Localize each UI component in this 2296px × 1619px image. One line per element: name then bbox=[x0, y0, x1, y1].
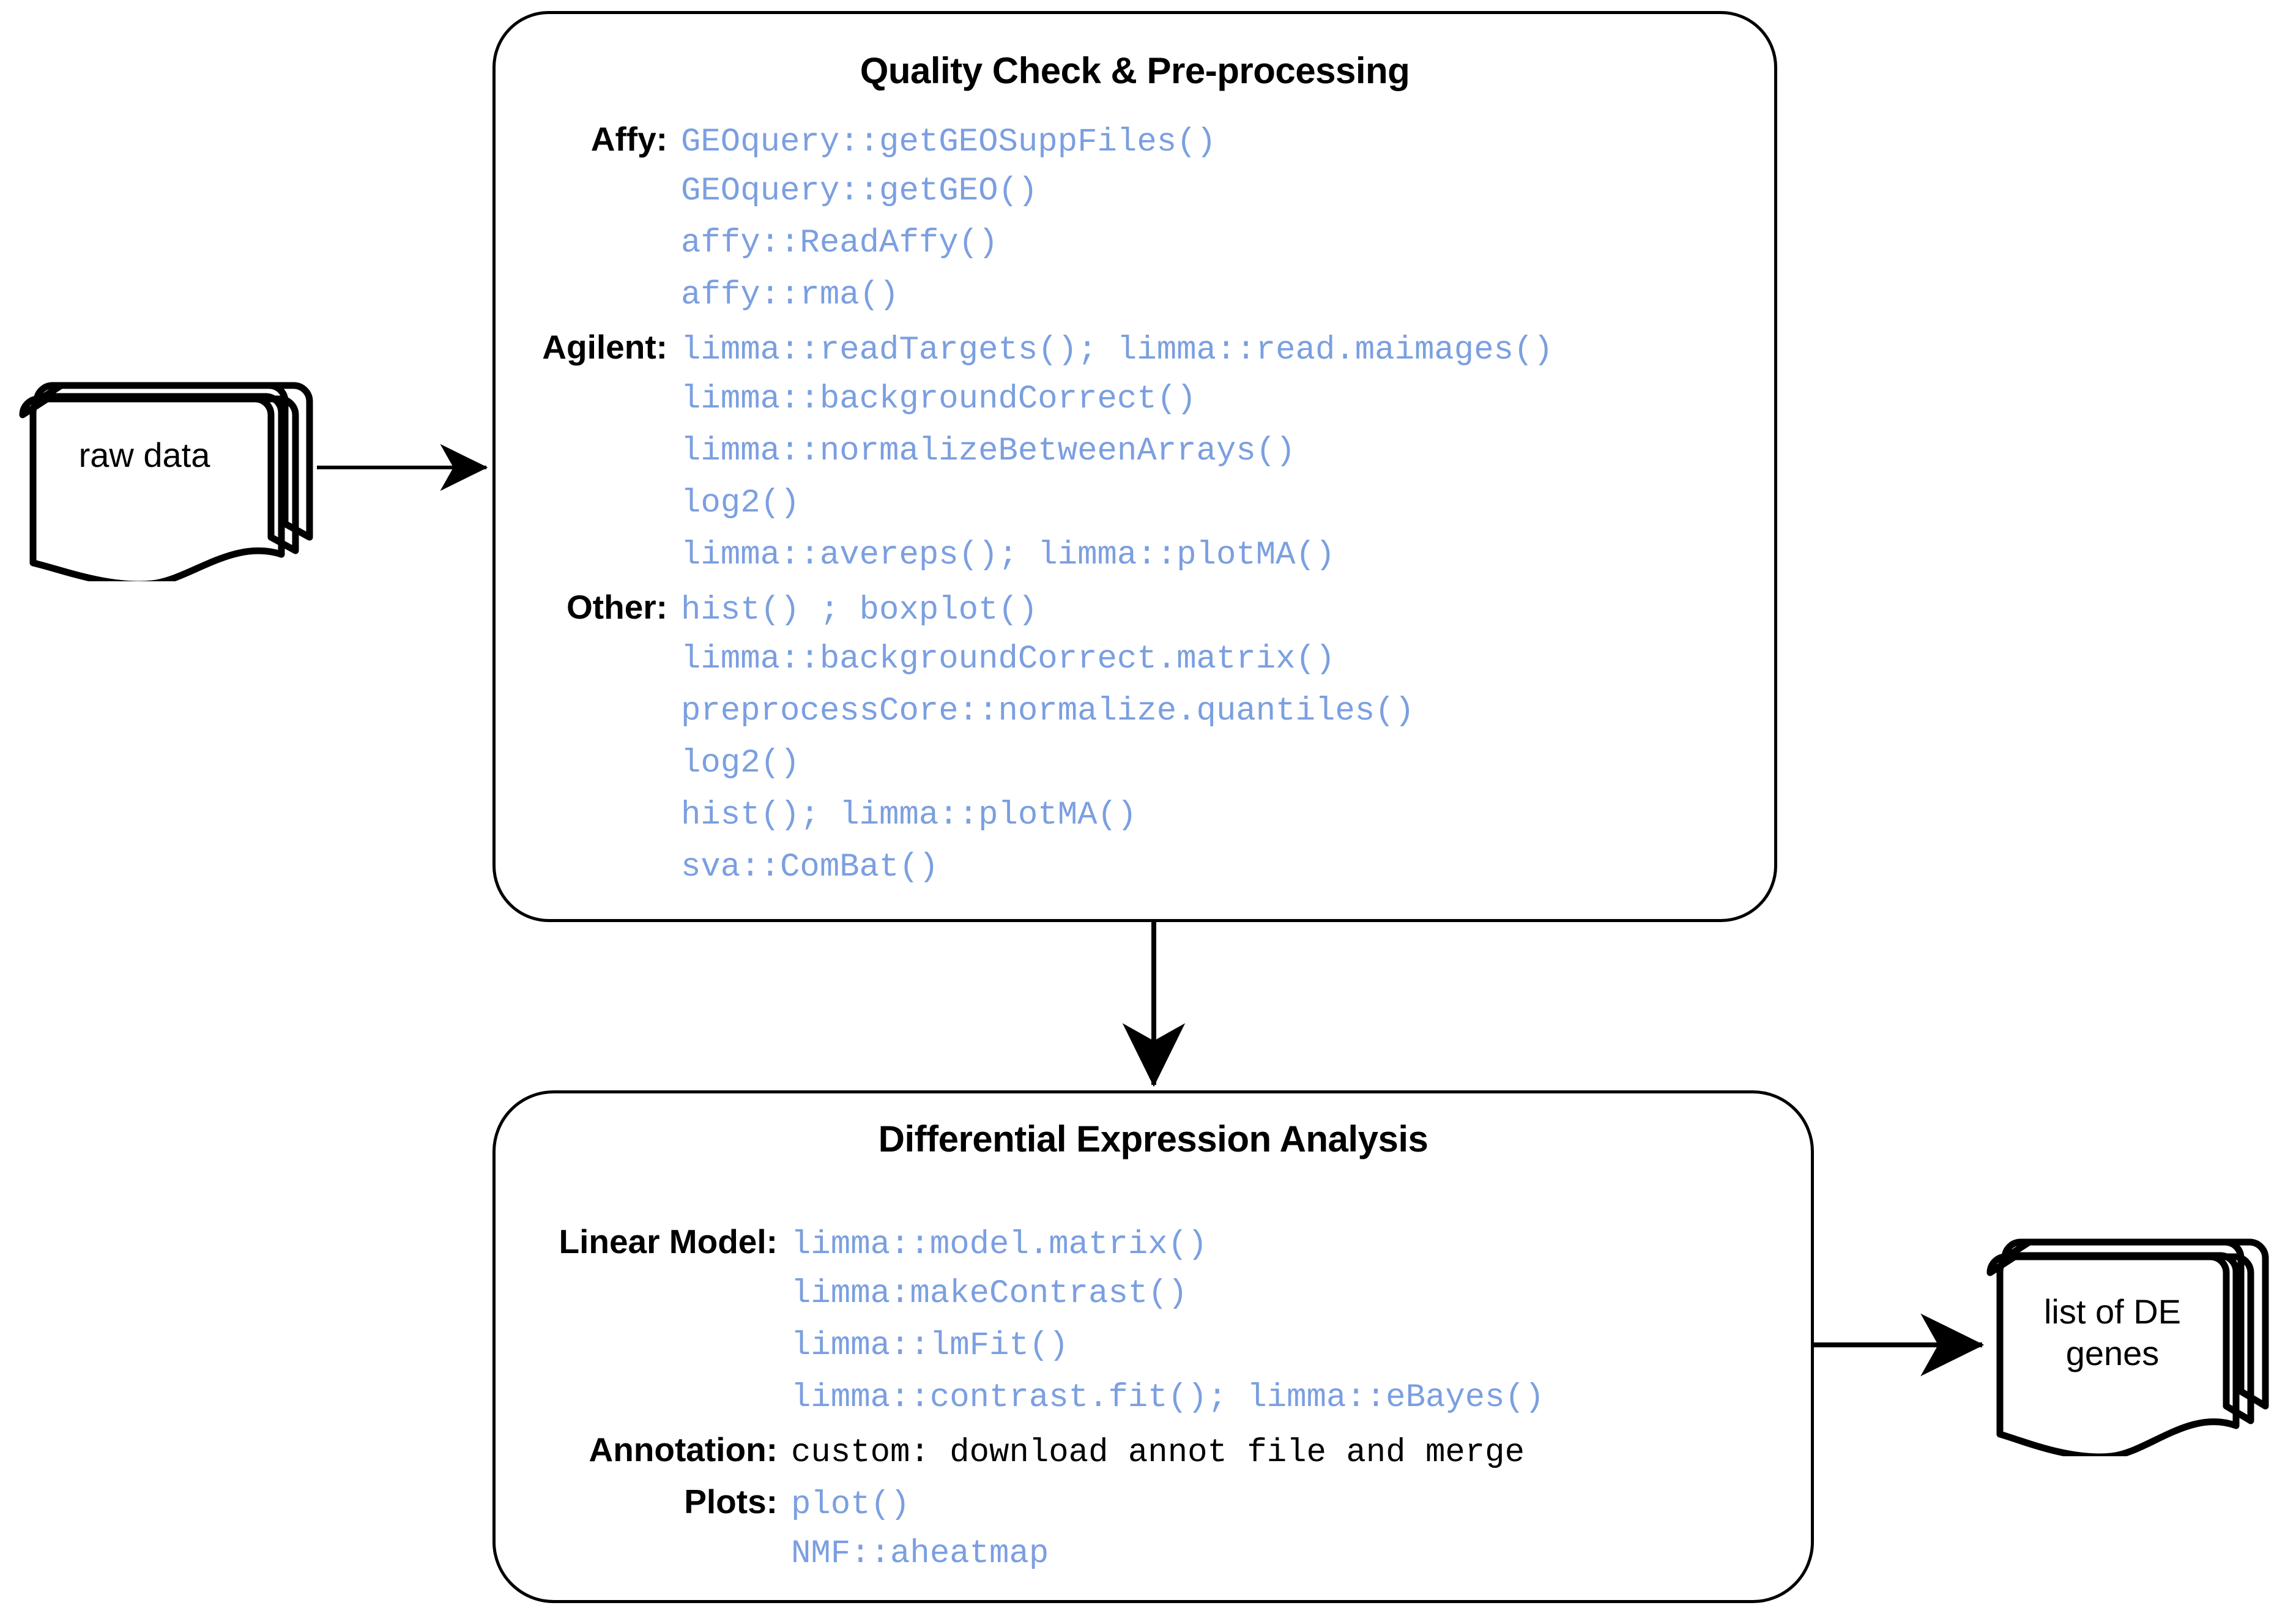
qc-row: sva::ComBat() bbox=[505, 841, 1553, 893]
qc-row-code: affy::rma() bbox=[681, 277, 899, 314]
de-row-label: Annotation: bbox=[589, 1431, 778, 1468]
qc-row-code: GEOquery::getGEO() bbox=[681, 173, 1038, 210]
qc-row: limma::normalizeBetweenArrays() bbox=[505, 425, 1553, 477]
qc-row-code: limma::backgroundCorrect() bbox=[681, 381, 1197, 418]
node-de-genes[interactable]: list of DE genes bbox=[1985, 1218, 2291, 1461]
de-row: limma:makeContrast() bbox=[505, 1268, 1544, 1320]
qc-row-code: log2() bbox=[681, 485, 800, 522]
qc-row: Other: hist() ; boxplot() bbox=[505, 581, 1553, 633]
qc-box-title: Quality Check & Pre-processing bbox=[860, 50, 1410, 91]
qc-row-label: Other: bbox=[567, 588, 667, 626]
qc-row: hist(); limma::plotMA() bbox=[505, 789, 1553, 841]
node-raw-data[interactable]: raw data bbox=[12, 361, 330, 588]
qc-row: log2() bbox=[505, 477, 1553, 529]
de-row-code: plot() bbox=[791, 1486, 910, 1524]
de-row-label: Plots: bbox=[684, 1483, 778, 1520]
de-row: Linear Model: limma::model.matrix() bbox=[505, 1216, 1544, 1268]
qc-row: GEOquery::getGEO() bbox=[505, 165, 1553, 217]
qc-row-code: GEOquery::getGEOSuppFiles() bbox=[681, 124, 1216, 161]
qc-row-code: hist() ; boxplot() bbox=[681, 592, 1038, 629]
de-row-code: custom: download annot file and merge bbox=[791, 1434, 1525, 1472]
de-row-code: limma::model.matrix() bbox=[791, 1226, 1208, 1264]
qc-row: limma::backgroundCorrect.matrix() bbox=[505, 633, 1553, 685]
qc-row-code: limma::backgroundCorrect.matrix() bbox=[681, 641, 1336, 678]
qc-row: log2() bbox=[505, 737, 1553, 789]
qc-row: affy::ReadAffy() bbox=[505, 217, 1553, 269]
de-row: limma::contrast.fit(); limma::eBayes() bbox=[505, 1372, 1544, 1424]
qc-row: Affy: GEOquery::getGEOSuppFiles() bbox=[505, 113, 1553, 165]
document-stack-icon bbox=[1986, 1238, 2269, 1461]
raw-data-label: raw data bbox=[78, 436, 210, 474]
qc-row-code: log2() bbox=[681, 745, 800, 782]
de-row: limma::lmFit() bbox=[505, 1320, 1544, 1372]
qc-row-label: Agilent: bbox=[542, 328, 667, 366]
qc-row-code: limma::readTargets(); limma::read.maimag… bbox=[681, 332, 1553, 369]
de-genes-label: list of DE genes bbox=[2043, 1292, 2182, 1372]
de-row-label: Linear Model: bbox=[559, 1223, 778, 1260]
qc-row-code: affy::ReadAffy() bbox=[681, 225, 998, 262]
qc-row-label: Affy: bbox=[590, 120, 667, 158]
de-row-code: limma::contrast.fit(); limma::eBayes() bbox=[791, 1379, 1545, 1416]
qc-row: limma::backgroundCorrect() bbox=[505, 373, 1553, 425]
de-row-list: Linear Model: limma::model.matrix()limma:… bbox=[505, 1216, 1544, 1580]
qc-row-code: preprocessCore::normalize.quantiles() bbox=[681, 693, 1414, 730]
qc-row-list: Affy: GEOquery::getGEOSuppFiles()GEOquery… bbox=[505, 113, 1553, 893]
qc-row: Agilent: limma::readTargets(); limma::rea… bbox=[505, 321, 1553, 373]
document-stack-icon bbox=[19, 382, 313, 588]
qc-row: affy::rma() bbox=[505, 269, 1553, 321]
de-row-code: NMF::aheatmap bbox=[791, 1535, 1049, 1572]
qc-row-code: sva::ComBat() bbox=[681, 849, 939, 886]
qc-row: preprocessCore::normalize.quantiles() bbox=[505, 685, 1553, 737]
node-quality-check-box[interactable]: Quality Check & Pre-processing Affy: GEOq… bbox=[492, 11, 1777, 922]
qc-row-code: limma::normalizeBetweenArrays() bbox=[681, 433, 1296, 470]
de-row-code: limma:makeContrast() bbox=[791, 1275, 1188, 1312]
de-row-code: limma::lmFit() bbox=[791, 1327, 1069, 1364]
de-row: NMF::aheatmap bbox=[505, 1528, 1544, 1580]
de-box-title: Differential Expression Analysis bbox=[878, 1118, 1428, 1159]
qc-row-code: limma::avereps(); limma::plotMA() bbox=[681, 537, 1336, 574]
de-row: Plots: plot() bbox=[505, 1476, 1544, 1528]
qc-row-code: hist(); limma::plotMA() bbox=[681, 797, 1137, 834]
de-row: Annotation: custom: download annot file a… bbox=[505, 1424, 1544, 1476]
qc-row: limma::avereps(); limma::plotMA() bbox=[505, 529, 1553, 581]
node-differential-expression-box[interactable]: Differential Expression Analysis Linear … bbox=[492, 1090, 1814, 1603]
